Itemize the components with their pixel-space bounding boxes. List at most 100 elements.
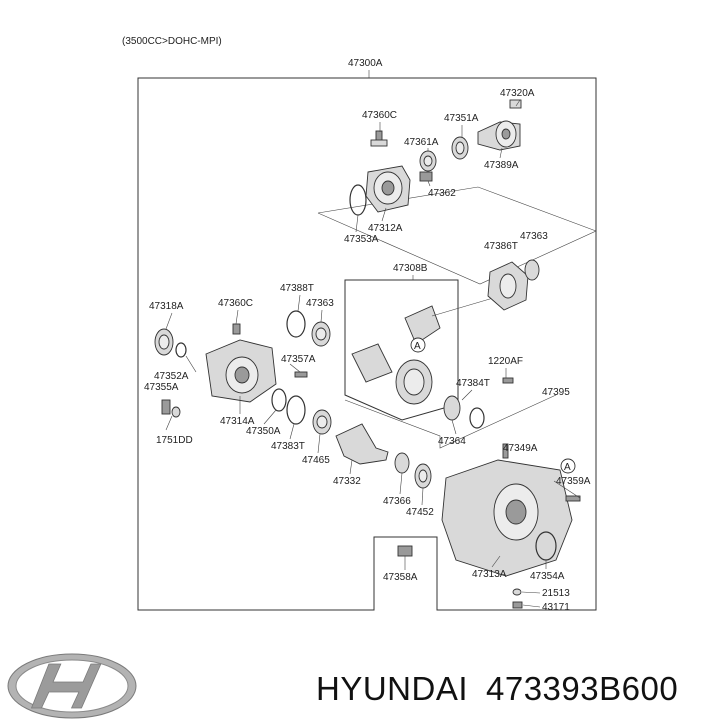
marker-a-upper xyxy=(410,337,426,353)
callout-label: 47352A xyxy=(154,371,189,382)
rear-housing-group xyxy=(317,99,597,285)
callout-label: 47318A xyxy=(149,301,184,312)
hyundai-logo xyxy=(7,653,137,719)
callout-label: 47389A xyxy=(484,160,519,171)
callout-label: 47360C xyxy=(218,298,253,309)
assembly-main-label: 47300A xyxy=(348,58,383,69)
callout-label: 47465 xyxy=(302,455,330,466)
ring-47352A-part xyxy=(175,342,187,358)
callout-label: 47386T xyxy=(484,241,518,252)
bracket-47395-leader xyxy=(344,394,557,449)
leader-line xyxy=(522,604,541,608)
callout-label: 1751DD xyxy=(156,435,193,446)
callout-label: 47357A xyxy=(281,354,316,365)
part-number: 473393B600 xyxy=(486,670,678,707)
bearing-inner xyxy=(423,155,433,167)
output-shaft-part xyxy=(335,423,389,465)
marker-a-lower-text: A xyxy=(564,462,571,473)
leader-lines xyxy=(165,99,581,608)
engine-note: (3500CC>DOHC-MPI) xyxy=(122,36,222,47)
seal-47452-inner xyxy=(418,469,428,483)
oring-part xyxy=(349,184,367,216)
main-case-center xyxy=(505,499,527,525)
callout-label: 47359A xyxy=(556,476,591,487)
leader-line xyxy=(499,147,503,159)
leader-line xyxy=(320,309,323,323)
leader-line xyxy=(235,309,239,325)
callout-label: 47362 xyxy=(428,188,456,199)
callout-label: 47320A xyxy=(500,88,535,99)
ring-47383T-part xyxy=(286,395,306,425)
marker-a-upper-text: A xyxy=(414,341,421,352)
callout-labels: 47360C 47351A 47320A 47361A 47389A 47362… xyxy=(144,88,591,613)
bearing-47465-inner xyxy=(316,415,328,429)
leader-line xyxy=(553,480,581,499)
seal-47318A-inner xyxy=(158,334,170,350)
callout-label: 47313A xyxy=(472,569,507,580)
bolt-47360C-left-part xyxy=(232,323,241,335)
plug-21513-part xyxy=(512,588,522,596)
bolt-1220AF-part xyxy=(502,377,514,384)
lock-nut-part xyxy=(509,99,522,109)
leader-line xyxy=(427,180,431,187)
oil-seal-inner xyxy=(455,141,465,155)
callout-label: 47350A xyxy=(246,426,281,437)
ring-47364-part xyxy=(469,407,485,429)
leader-line xyxy=(381,207,387,222)
callout-label: 47332 xyxy=(333,476,361,487)
subassembly-label: 47308B xyxy=(393,263,428,274)
gear-subassembly-frame xyxy=(344,279,459,421)
marker-a-lower xyxy=(560,458,576,474)
bolt-47358A-part xyxy=(397,545,413,557)
callout-label: 47349A xyxy=(503,443,538,454)
leader-line xyxy=(355,214,359,233)
leader-line xyxy=(297,294,301,312)
bolt-head-part xyxy=(370,139,388,147)
leader-line xyxy=(349,459,353,475)
pinion-gear-part xyxy=(404,305,441,345)
ring-gear-bore xyxy=(403,368,425,396)
bearing-47363-upper-part xyxy=(524,259,540,281)
leader-line xyxy=(289,363,301,373)
leader-line xyxy=(421,487,424,506)
bearing-47366-part xyxy=(394,452,410,474)
callout-label: 47364 xyxy=(438,436,466,447)
leader-line xyxy=(521,591,541,594)
callout-label: 47312A xyxy=(368,223,403,234)
leader-line xyxy=(399,472,403,495)
bolt-47359A-part xyxy=(565,495,581,502)
callout-label: 47383T xyxy=(271,441,305,452)
bearing-47364-part xyxy=(443,395,461,421)
leader-line xyxy=(451,419,457,435)
leader-line xyxy=(165,312,173,330)
callout-label: 47384T xyxy=(456,378,490,389)
bolt-47355A-part xyxy=(161,399,171,415)
callout-label: 47363 xyxy=(306,298,334,309)
leader-line xyxy=(165,415,173,431)
spring-part xyxy=(419,171,433,182)
leader-line xyxy=(461,389,473,401)
callout-label: 1220AF xyxy=(488,356,523,367)
ring-47388T-part xyxy=(286,310,306,338)
leader-line xyxy=(185,355,197,373)
callout-label: 21513 xyxy=(542,588,570,599)
retainer-plate-bore xyxy=(499,273,517,299)
leader-line xyxy=(491,555,501,568)
leader-line xyxy=(515,99,521,107)
callout-label: 47314A xyxy=(220,416,255,427)
plug-1751DD-part xyxy=(171,406,181,418)
front-housing-center xyxy=(234,366,250,384)
callout-label: 47395 xyxy=(542,387,570,398)
flange-hub xyxy=(501,128,511,140)
leader-line xyxy=(263,409,277,425)
pinion-shaft-part xyxy=(431,295,501,317)
callout-label: 47363 xyxy=(520,231,548,242)
callout-label: 47366 xyxy=(383,496,411,507)
group-frame-upper xyxy=(317,186,597,285)
rear-housing-center xyxy=(381,180,395,196)
pin-47357A-part xyxy=(294,371,308,378)
callout-label: 47452 xyxy=(406,507,434,518)
ring-47350A-part xyxy=(271,388,287,412)
callout-label: 47351A xyxy=(444,113,479,124)
